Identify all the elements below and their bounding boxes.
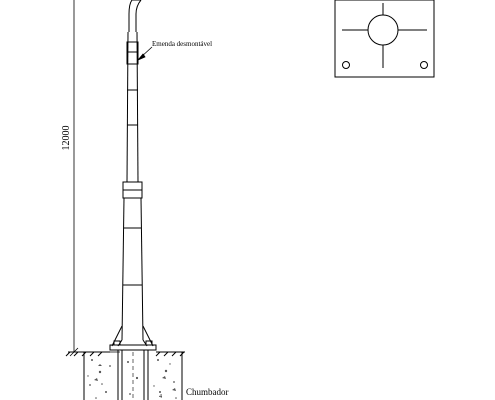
pole-shaft — [111, 0, 154, 347]
base-plate-outline — [334, 0, 435, 78]
anchor-label: Chumbador — [186, 387, 229, 397]
base-nut-left — [113, 340, 121, 346]
base-plate-bolt-hole-left — [342, 61, 350, 69]
pole-upper-left-edge — [126, 31, 129, 183]
ground-hatch-right — [155, 351, 185, 357]
splice-leader — [137, 46, 153, 61]
concrete-speckles — [87, 359, 177, 399]
base-plate-center-hole — [367, 14, 399, 46]
pole-upper-collar — [126, 41, 139, 65]
dimension-height-label: 12000 — [61, 126, 72, 151]
anchor-marker: 4 — [159, 394, 162, 400]
base-nut-right — [145, 340, 153, 346]
height-dimension — [68, 0, 120, 357]
pole-base-gussets — [111, 325, 154, 347]
base-plate-bolt-hole-right — [420, 61, 428, 69]
foundation-block — [83, 350, 183, 400]
pole-lower-left-edge — [121, 197, 125, 341]
splice-label: Emenda desmontável — [152, 40, 212, 48]
base-plate-detail — [334, 0, 435, 78]
pole-lower-right-edge — [140, 197, 144, 341]
base-plate-elevation — [109, 344, 157, 351]
pole-bracket-arm — [128, 0, 142, 32]
pole-upper-right-edge — [136, 31, 139, 183]
